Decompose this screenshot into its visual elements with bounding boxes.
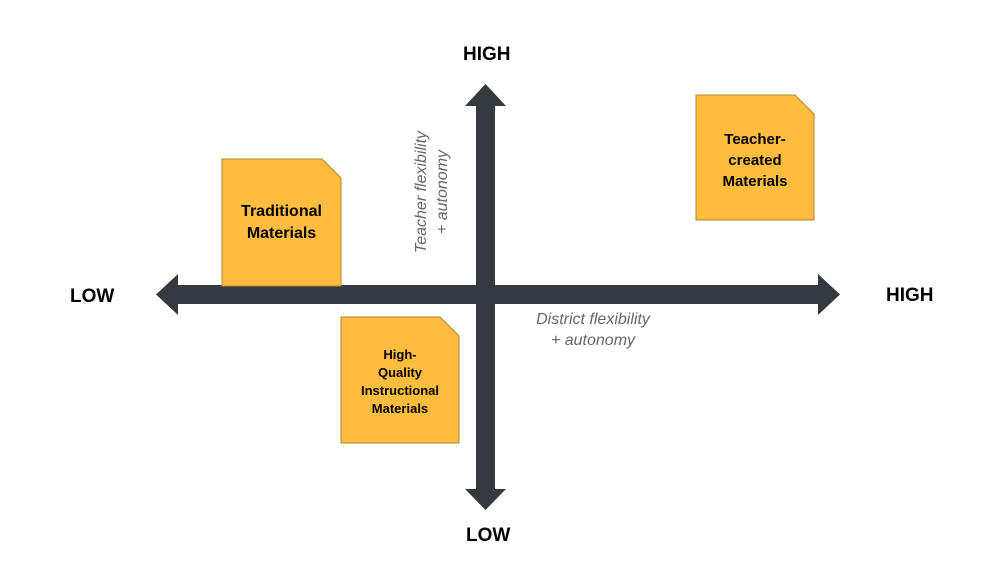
- hqim-line-2: Quality: [377, 365, 423, 380]
- horizontal-axis-arrow: [156, 274, 840, 315]
- teacher-created-line-3: Materials: [722, 173, 788, 190]
- horizontal-axis-left-arrowhead: [156, 274, 178, 315]
- traditional-materials-line-1: Traditional: [241, 202, 322, 220]
- vertical-axis-bottom-arrowhead: [465, 489, 506, 510]
- horizontal-axis-caption-line-1: District flexibility: [536, 311, 650, 328]
- vertical-axis-high-label: HIGH: [463, 44, 511, 65]
- teacher-created-line-2: created: [728, 152, 782, 169]
- vertical-axis-low-label: LOW: [466, 525, 511, 546]
- horizontal-axis-right-arrowhead: [818, 274, 840, 315]
- horizontal-axis-low-label: LOW: [70, 286, 115, 307]
- traditional-materials-card: [221, 158, 342, 287]
- teacher-created-materials-label: Teacher- created Materials: [696, 95, 814, 220]
- horizontal-axis-caption: District flexibility + autonomy: [518, 309, 668, 351]
- vertical-axis-caption-line-1: Teacher flexibility: [413, 130, 430, 254]
- teacher-created-materials-card: [695, 94, 815, 221]
- teacher-created-line-1: Teacher-: [724, 131, 786, 148]
- horizontal-axis-high-label: HIGH: [886, 285, 934, 306]
- hqim-line-4: Materials: [371, 401, 429, 416]
- vertical-axis-caption: Teacher flexibility + autonomy: [411, 122, 453, 262]
- vertical-axis-caption-line-2: + autonomy: [434, 149, 451, 235]
- hqim-label: High- Quality Instructional Materials: [341, 317, 459, 443]
- traditional-materials-label: Traditional Materials: [222, 159, 341, 286]
- horizontal-axis-caption-line-2: + autonomy: [550, 332, 636, 349]
- traditional-materials-line-2: Materials: [246, 224, 317, 242]
- hqim-line-3: Instructional: [360, 383, 439, 398]
- hqim-card: [340, 316, 460, 444]
- vertical-axis-shaft: [476, 103, 495, 492]
- horizontal-axis-shaft: [175, 285, 821, 304]
- hqim-line-1: High-: [383, 347, 417, 362]
- vertical-axis-top-arrowhead: [465, 84, 506, 106]
- vertical-axis-arrow: [465, 84, 506, 510]
